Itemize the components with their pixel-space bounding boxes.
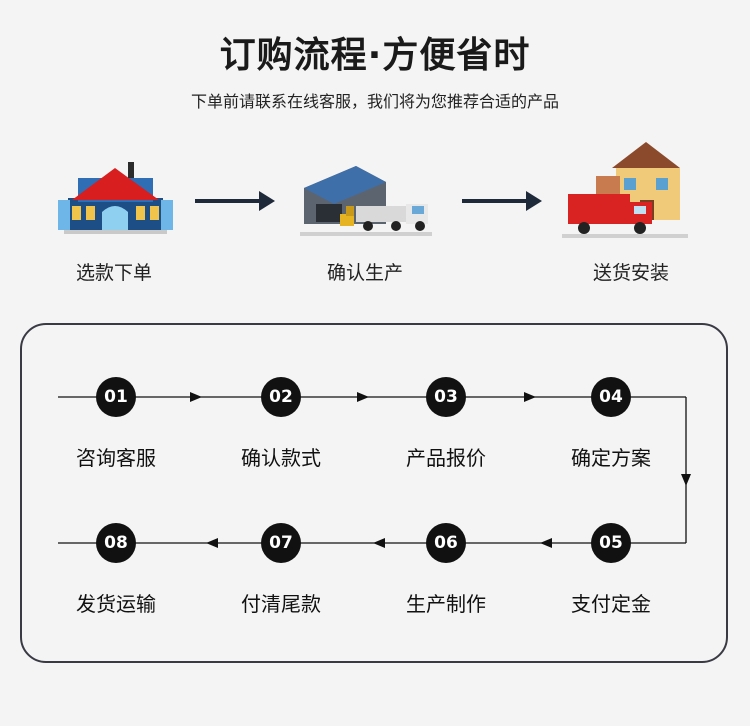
step-number: 01	[96, 377, 136, 417]
step-label: 产品报价	[406, 446, 486, 470]
house-delivery-icon	[562, 142, 688, 238]
step-number: 05	[591, 523, 631, 563]
flow-step-label: 确认生产	[326, 262, 403, 284]
step-label: 确认款式	[241, 446, 321, 470]
flow-step-label: 选款下单	[75, 262, 152, 284]
page-title: 订购流程·方便省时	[219, 35, 531, 76]
step-label: 发货运输	[76, 592, 156, 616]
step-label: 确定方案	[571, 446, 651, 470]
step-label: 咨询客服	[76, 446, 156, 470]
step-label: 支付定金	[571, 592, 651, 616]
page-subtitle: 下单前请联系在线客服，我们将为您推荐合适的产品	[190, 92, 559, 111]
flow-arrow-2	[462, 191, 542, 211]
step-number: 06	[426, 523, 466, 563]
step-label: 生产制作	[406, 592, 486, 616]
step-number: 02	[261, 377, 301, 417]
step-number: 03	[426, 377, 466, 417]
step-number: 04	[591, 377, 631, 417]
step-label: 付清尾款	[241, 592, 321, 616]
factory-truck-icon	[300, 166, 432, 236]
flow-step-label: 送货安装	[592, 262, 669, 284]
flow-arrow-1	[195, 191, 275, 211]
step-number: 07	[261, 523, 301, 563]
process-panel	[20, 323, 728, 663]
warehouse-icon	[58, 162, 173, 234]
step-number: 08	[96, 523, 136, 563]
